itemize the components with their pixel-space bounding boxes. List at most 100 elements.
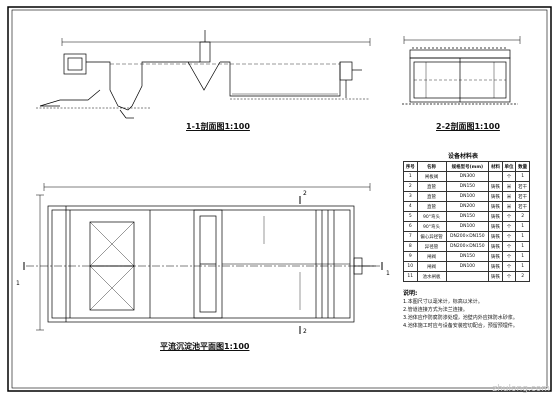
table-cell: 米 [501, 181, 517, 192]
table-cell: 5 [403, 211, 418, 222]
table-cell: 个 [501, 271, 517, 282]
plan-marker-left: 1 [16, 280, 20, 287]
table-cell: 闸板阀 [416, 171, 447, 182]
table-cell: 90°弯头 [416, 211, 447, 222]
table-cell: 直管 [416, 191, 447, 202]
section-1-1-drawing [36, 30, 371, 119]
header-cell: 数量 [515, 161, 530, 172]
notes-heading: 说明: [403, 290, 418, 297]
table-cell: 偏心异径管 [416, 231, 447, 242]
table-cell: 若干 [515, 191, 530, 202]
watermark: zhulong.com [492, 384, 550, 394]
table-cell: 若干 [515, 201, 530, 212]
table-cell: 个 [501, 261, 517, 272]
header-cell: 规格型号(mm) [445, 161, 490, 172]
material-table-title: 设备材料表 [448, 153, 479, 160]
table-cell: 1 [515, 251, 530, 262]
table-cell: 铸铁 [488, 211, 503, 222]
table-cell: 铸铁 [488, 181, 503, 192]
material-table-header-row: 序号 名称 规格型号(mm) 材料 单位 数量 [403, 161, 530, 172]
table-cell: 米 [501, 191, 517, 202]
notes-block: 说明: 1.本图尺寸以毫米计，标高以米计。 2.管道连接方式为法兰连接。 3.池… [403, 290, 518, 330]
table-cell [488, 171, 503, 182]
note-item: 4.池体施工时应与设备安装密切配合，预留预埋件。 [403, 323, 518, 329]
table-cell: DN100 [445, 261, 490, 272]
table-cell: 铸铁 [488, 231, 503, 242]
header-cell: 单位 [501, 161, 517, 172]
table-cell: 铸铁 [488, 191, 503, 202]
table-cell: 池水闸板 [416, 271, 447, 282]
header-cell: 序号 [403, 161, 418, 172]
table-cell: 直管 [416, 181, 447, 192]
table-cell: 个 [501, 241, 517, 252]
table-cell: 若干 [515, 181, 530, 192]
table-cell: 异径管 [416, 241, 447, 252]
table-cell: DN100 [445, 221, 490, 232]
sheet-inner-border [11, 9, 548, 389]
table-cell: 2 [515, 271, 530, 282]
table-cell: 1 [515, 231, 530, 242]
table-cell: 个 [501, 251, 517, 262]
table-cell: 个 [501, 231, 517, 242]
table-cell: 90°弯头 [416, 221, 447, 232]
note-item: 1.本图尺寸以毫米计，标高以米计。 [403, 299, 483, 305]
table-cell: DN200×DN150 [445, 241, 490, 252]
table-cell: 11 [403, 271, 418, 282]
table-cell: 1 [515, 241, 530, 252]
plan-view-title: 平流沉淀池平面图1:100 [160, 342, 250, 351]
section-1-1-title: 1-1剖面图1:100 [186, 122, 250, 131]
table-cell: DN150 [445, 211, 490, 222]
table-cell: 6 [403, 221, 418, 232]
table-cell: 米 [501, 201, 517, 212]
table-cell: DN150 [445, 181, 490, 192]
table-cell: DN200 [445, 201, 490, 212]
table-cell: 闸阀 [416, 251, 447, 262]
table-cell: 铸铁 [488, 261, 503, 272]
table-cell: 铸铁 [488, 221, 503, 232]
table-cell: 1 [403, 171, 418, 182]
table-cell: 铸铁 [488, 271, 503, 282]
table-cell: 1 [515, 171, 530, 182]
table-cell: 个 [501, 171, 517, 182]
table-cell: 7 [403, 231, 418, 242]
table-cell: 1 [515, 261, 530, 272]
plan-view-drawing [23, 183, 383, 334]
table-cell: 1 [515, 221, 530, 232]
table-cell: 铸铁 [488, 241, 503, 252]
table-cell [445, 271, 490, 282]
table-cell: 2 [515, 211, 530, 222]
table-cell: 9 [403, 251, 418, 262]
table-cell: DN300 [445, 171, 490, 182]
table-cell: 个 [501, 211, 517, 222]
table-cell: 4 [403, 201, 418, 212]
table-cell: DN100 [445, 191, 490, 202]
table-cell: 10 [403, 261, 418, 272]
note-item: 3.池体应作防腐防渗处理，池壁内外应抹防水砂浆。 [403, 315, 518, 321]
note-item: 2.管道连接方式为法兰连接。 [403, 307, 468, 313]
table-cell: 8 [403, 241, 418, 252]
sheet-border [7, 6, 552, 392]
table-cell: 铸铁 [488, 201, 503, 212]
table-cell: 3 [403, 191, 418, 202]
table-cell: 2 [403, 181, 418, 192]
header-cell: 名称 [416, 161, 447, 172]
table-cell: 铸铁 [488, 251, 503, 262]
table-cell: DN150 [445, 251, 490, 262]
table-cell: 个 [501, 221, 517, 232]
section-2-2-title: 2-2剖面图1:100 [436, 122, 500, 131]
plan-marker-bottom: 2 [303, 328, 307, 335]
